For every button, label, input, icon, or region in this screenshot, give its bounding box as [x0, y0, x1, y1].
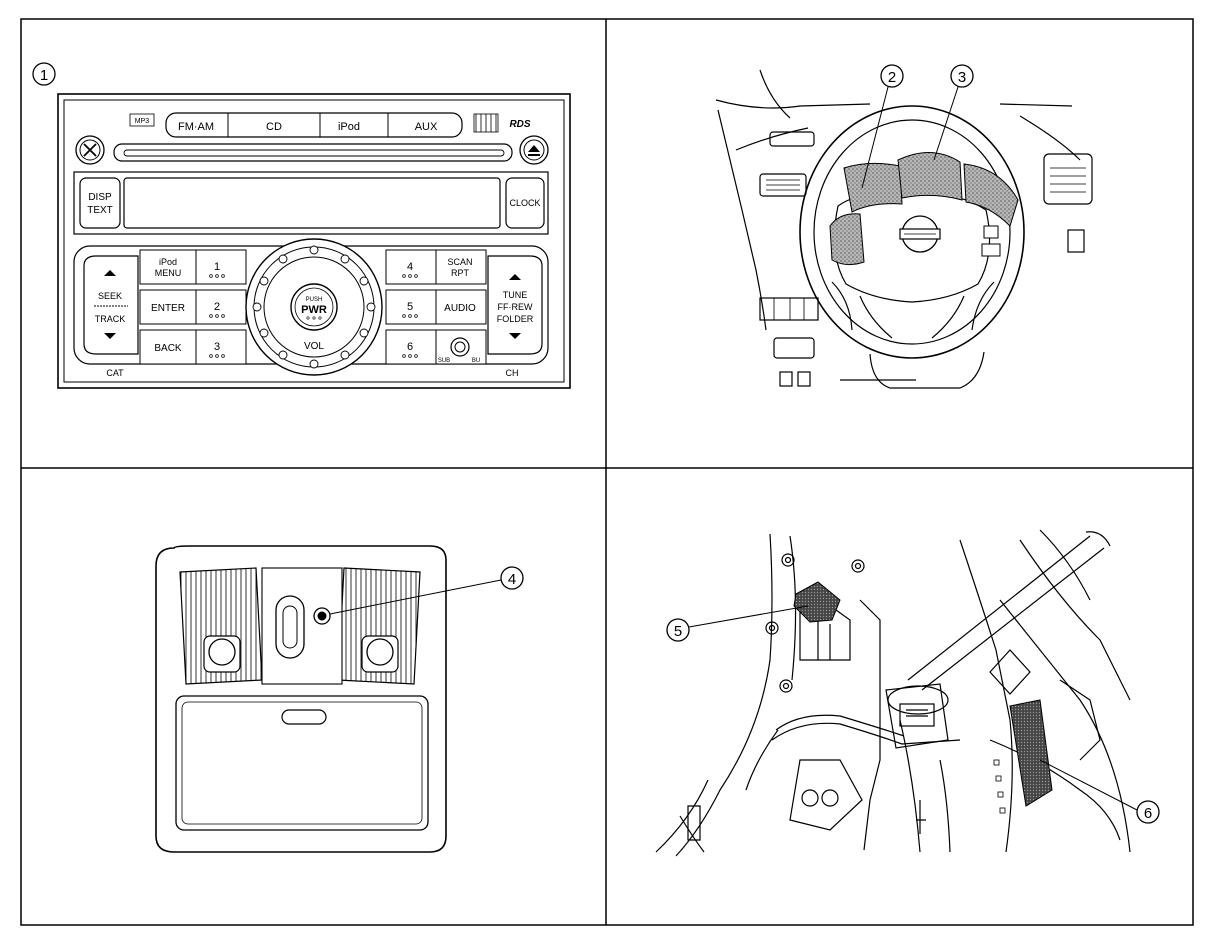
connector-5	[793, 581, 841, 623]
preset-6-button[interactable]: 6	[407, 341, 413, 353]
ipod-button[interactable]: iPod	[338, 121, 360, 133]
tune-down-icon	[509, 333, 521, 339]
eject-icon	[519, 135, 549, 165]
svg-text:FOLDER: FOLDER	[497, 314, 534, 324]
svg-text:iPod: iPod	[159, 257, 177, 267]
svg-text:PUSH: PUSH	[306, 297, 323, 303]
callout-1-label: 1	[40, 67, 48, 84]
mp3-badge: MP3	[129, 113, 155, 127]
back-button[interactable]: BACK	[154, 343, 182, 354]
seek-track-rocker[interactable]: SEEK TRACK	[83, 255, 139, 355]
ipod-menu-button[interactable]: iPod MENU	[155, 257, 182, 278]
audio-steering-switch	[829, 213, 865, 266]
svg-text:MENU: MENU	[155, 268, 182, 278]
seek-up-icon	[104, 270, 116, 276]
callout-3: 3	[933, 64, 974, 161]
tune-up-icon	[509, 274, 521, 280]
svg-text:RDS: RDS	[509, 119, 530, 130]
harness-connectors	[793, 581, 1053, 807]
svg-text:6: 6	[1144, 805, 1152, 822]
grid-frame	[20, 18, 1194, 926]
tune-rocker[interactable]: TUNE FF·REW FOLDER	[487, 255, 543, 355]
microphone-icon	[313, 607, 331, 625]
panel-audio-unit: 1 MP3 RDS	[32, 62, 571, 389]
ch-label: CH	[506, 368, 519, 378]
callout-5: 5	[666, 605, 809, 642]
svg-text:2: 2	[888, 69, 896, 86]
svg-text:FF·REW: FF·REW	[498, 302, 533, 312]
volume-knob[interactable]: PUSH PWR VOL	[245, 238, 383, 376]
cd-slot	[113, 143, 513, 162]
mute-icon	[75, 135, 105, 165]
preset-4-button[interactable]: 4	[407, 261, 413, 273]
connector-6	[1009, 699, 1053, 807]
callout-4: 4	[329, 566, 524, 615]
svg-text:SCAN: SCAN	[447, 257, 472, 267]
aux-button[interactable]: AUX	[415, 121, 438, 133]
panel-harness	[655, 529, 1131, 857]
svg-text:BU: BU	[472, 358, 480, 364]
callout-1: 1	[32, 62, 56, 86]
enter-button[interactable]: ENTER	[151, 303, 185, 314]
svg-text:RPT: RPT	[451, 268, 470, 278]
panel-steering-wheel	[715, 69, 1093, 389]
svg-text:MP3: MP3	[135, 118, 150, 125]
scan-rpt-button[interactable]: SCAN RPT	[447, 257, 472, 278]
preset-5-button[interactable]: 5	[407, 301, 413, 313]
svg-text:SUB: SUB	[438, 358, 450, 364]
preset-3-button[interactable]: 3	[214, 341, 220, 353]
clock-button[interactable]: CLOCK	[505, 177, 545, 229]
disp-text-button[interactable]: DISP TEXT	[79, 177, 121, 229]
svg-text:TRACK: TRACK	[95, 314, 126, 324]
svg-text:SEEK: SEEK	[98, 291, 122, 301]
source-button-strip	[165, 112, 463, 138]
preset-2-button[interactable]: 2	[214, 301, 220, 313]
svg-text:DISP: DISP	[88, 192, 112, 203]
panel-map-lamp	[155, 545, 447, 853]
svg-text:PWR: PWR	[301, 304, 327, 316]
sub-bu-knob[interactable]: SUB BU	[438, 337, 480, 364]
preset-1-button[interactable]: 1	[214, 261, 220, 273]
audio-button[interactable]: AUDIO	[444, 303, 476, 314]
preset-dots	[209, 274, 418, 358]
svg-text:CLOCK: CLOCK	[509, 198, 540, 208]
svg-text:VOL: VOL	[304, 341, 324, 352]
svg-text:5: 5	[674, 623, 682, 640]
fm-am-button[interactable]: FM·AM	[178, 121, 214, 133]
svg-text:TUNE: TUNE	[503, 290, 528, 300]
rds-badge: RDS	[473, 113, 531, 133]
cd-button[interactable]: CD	[266, 121, 282, 133]
svg-text:3: 3	[958, 69, 966, 86]
display-screen	[123, 177, 501, 229]
cat-label: CAT	[106, 368, 124, 378]
callout-2: 2	[861, 64, 904, 189]
track-down-icon	[104, 333, 116, 339]
svg-text:TEXT: TEXT	[87, 205, 113, 216]
callout-6: 6	[1039, 759, 1160, 824]
steering-switch-zones	[829, 151, 1019, 266]
svg-text:4: 4	[508, 571, 516, 588]
